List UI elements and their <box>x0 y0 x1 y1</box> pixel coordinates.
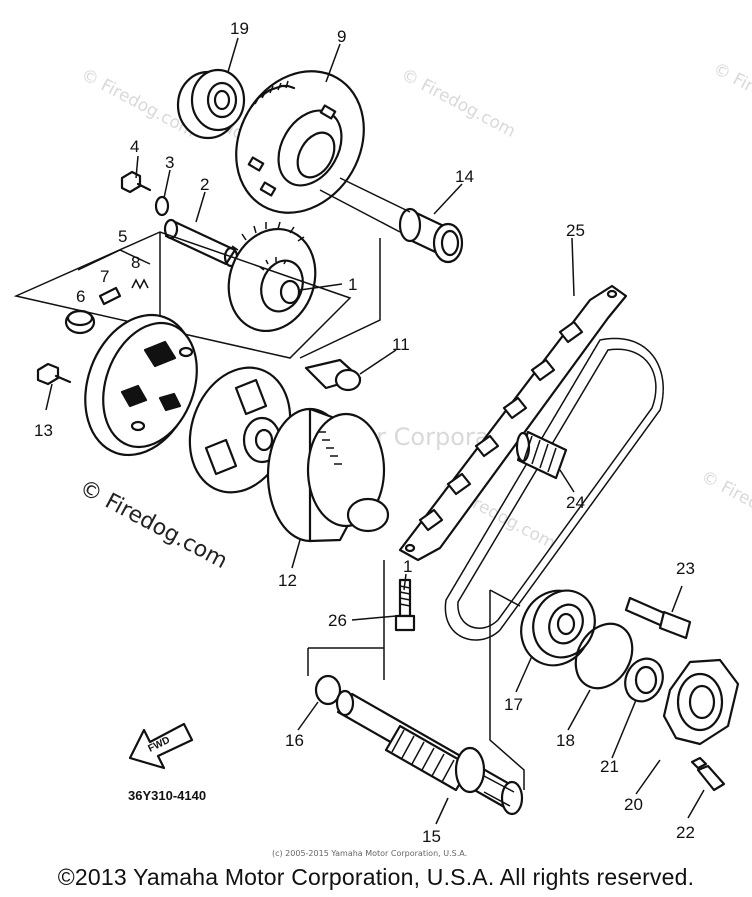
part-1-idler-gear <box>227 221 317 333</box>
callout-25: 25 <box>566 221 585 240</box>
part-8-spring <box>131 278 149 290</box>
callout-11: 11 <box>392 335 410 354</box>
part-13-bolt <box>36 362 72 386</box>
copyright-footer: ©2013 Yamaha Motor Corporation, U.S.A. A… <box>57 864 695 890</box>
forward-direction-arrow: FWD <box>128 722 194 770</box>
part-17-bearing <box>520 589 596 667</box>
callout-1b: 1 <box>403 557 412 576</box>
part-20-housing <box>662 658 740 746</box>
part-26-bolt <box>394 578 416 632</box>
callout-16: 16 <box>285 731 304 750</box>
callout-26: 26 <box>328 611 347 630</box>
callout-18: 18 <box>556 731 575 750</box>
assembly-bracket-lines <box>13 189 401 359</box>
callout-12: 12 <box>278 571 297 590</box>
callout-19: 19 <box>230 19 249 38</box>
callout-9: 9 <box>337 27 346 46</box>
part-23-pin <box>624 596 692 640</box>
callout-3: 3 <box>165 153 174 172</box>
callout-24: 24 <box>566 493 585 512</box>
callout-numbers: 19 9 4 3 2 14 5 7 8 6 1 25 11 13 24 12 1… <box>34 19 695 846</box>
small-copyright-line: (c) 2005-2015 Yamaha Motor Corporation, … <box>272 849 467 858</box>
part-19-bearing <box>176 68 246 140</box>
part-14-collar <box>398 207 464 264</box>
callout-17: 17 <box>504 695 523 714</box>
part-16-bush <box>314 674 342 706</box>
diagram-part-code: 36Y310-4140 <box>128 788 206 803</box>
part-18-o-ring <box>574 622 634 690</box>
callout-1: 1 <box>348 275 357 294</box>
callout-8: 8 <box>131 253 140 272</box>
callout-2: 2 <box>200 175 209 194</box>
part-12-clutch-drum <box>266 407 390 543</box>
part-21-oil-seal <box>624 657 664 703</box>
part-25-chain-guide <box>398 284 628 562</box>
callout-14: 14 <box>455 167 474 186</box>
callout-22: 22 <box>676 823 695 842</box>
callout-20: 20 <box>624 795 643 814</box>
watermark-top-right: © Firedog.com <box>710 59 752 136</box>
callout-15: 15 <box>422 827 441 846</box>
part-15-shaft <box>335 689 524 816</box>
part-5-clutch-outer <box>84 313 198 457</box>
callout-23: 23 <box>676 559 695 578</box>
watermark-top-center: © Firedog.com <box>398 65 519 142</box>
part-2-shaft <box>163 218 239 268</box>
callout-21: 21 <box>600 757 619 776</box>
callout-4: 4 <box>130 137 139 156</box>
callout-6: 6 <box>76 287 85 306</box>
part-9-wheel-gear <box>235 70 365 214</box>
part-7-spring-cap <box>98 286 122 306</box>
part-24-roller <box>515 430 568 480</box>
leader-lines <box>45 37 705 825</box>
watermark-firedog-main: © Firedog.com <box>75 475 231 574</box>
callout-5: 5 <box>118 227 127 246</box>
watermark-right-edge: © Firedog.com <box>698 467 752 544</box>
callout-13: 13 <box>34 421 53 440</box>
part-11-damper <box>304 358 362 392</box>
callout-7: 7 <box>100 267 109 286</box>
shaft-frame-lines <box>307 560 525 790</box>
part-3-washer <box>154 195 170 217</box>
part-22-bolt <box>690 756 726 792</box>
part-6-roller <box>64 309 96 335</box>
starter-chain <box>444 337 664 641</box>
